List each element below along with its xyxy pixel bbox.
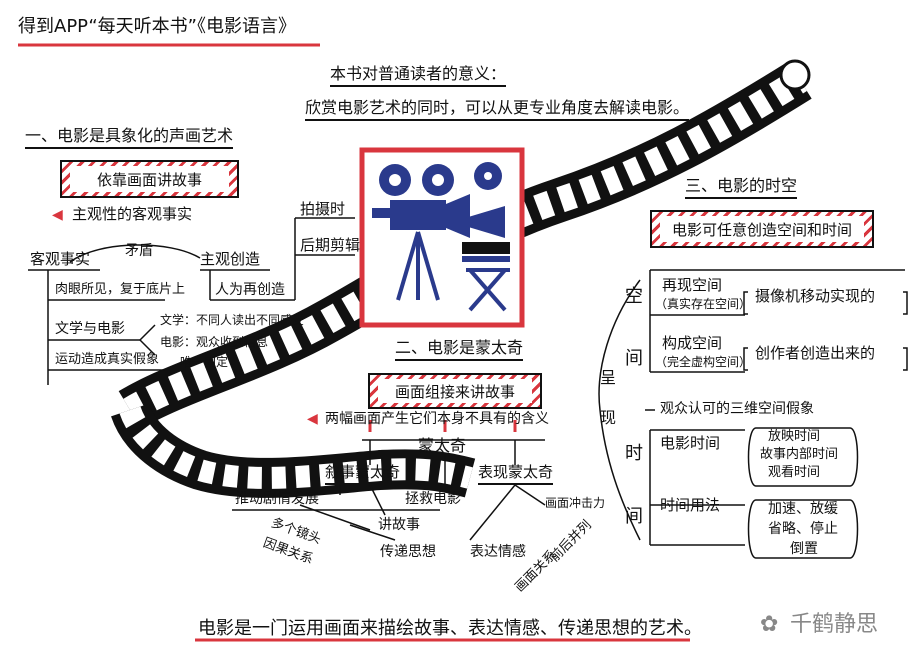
section1-connectors [28,217,355,385]
section1-title: 一、电影是具象化的声画艺术 [25,128,234,149]
section3-banner: 电影可任意创造空间和时间 [650,210,874,248]
artificial-recreation: 人为再创造 [215,282,285,298]
drive-plot: 推动剧情发展 [235,491,319,507]
usage-omit-stop: 省略、停止 [768,521,838,537]
narrative-montage: 叙事蒙太奇 [325,465,401,485]
megaphone-icon [465,206,505,238]
clapperboard-icon [462,242,510,262]
section3-banner-text: 电影可任意创造空间和时间 [671,220,852,239]
section2-arrows [368,420,517,432]
section2-title: 二、电影是蒙太奇 [395,340,524,361]
space-char-1: 空 [625,286,643,307]
wechat-icon: ✿ [760,612,779,637]
constructed-space-sub: （完全虚构空间） [655,355,752,369]
present-char-2: 现 [600,408,617,427]
shooting-label: 拍摄时 [300,200,346,218]
audience-3d-illusion: 观众认可的三维空间假象 [660,401,814,417]
motion-illusion: 运动造成真实假象 [55,352,160,367]
header-title: 得到APP“每天听本书”《电影语言》 [18,16,297,37]
screening-time: 放映时间 [768,429,821,444]
reproduced-space-note: 摄像机移动实现的 [755,287,876,305]
film-note-2: 唯一固定 [180,355,229,369]
significance-text: 欣赏电影艺术的同时，可以从更专业角度去解读电影。 [305,100,690,121]
expressive-montage: 表现蒙太奇 [478,465,554,485]
editing-label: 后期剪辑 [300,236,361,254]
present-char-1: 呈 [600,368,617,387]
film-reel-disc-icon [474,162,502,190]
footer-summary: 电影是一门运用画面来描绘故事、表达情感、传递思想的艺术。 [198,618,702,639]
section2-banner: 画面组接来讲故事 [368,373,542,409]
section2-connectors [232,439,546,541]
film-time: 电影时间 [660,434,721,452]
story-inner-time: 故事内部时间 [760,447,839,462]
literature-note: 文学：不同人读出不同感受 [160,313,305,327]
time-char-2: 间 [625,506,643,527]
time-char-1: 时 [625,443,643,464]
film-note-1: 电影：观众收到信息 [160,335,269,349]
subjective-creation: 主观创造 [200,250,261,268]
section3-title: 三、电影的时空 [685,178,798,199]
constructed-space: 构成空间 [662,334,723,352]
literature-and-film: 文学与电影 [55,321,125,337]
montage-label: 蒙太奇 [418,436,467,455]
space-char-2: 间 [625,348,643,369]
section2-bullet-icon: ◀ [307,411,318,427]
significance-label: 本书对普通读者的意义： [330,66,507,87]
convey-ideas: 传递思想 [380,544,436,560]
reproduced-space: 再现空间 [662,276,723,294]
usage-reverse: 倒置 [790,541,818,557]
section2-banner-text: 画面组接来讲故事 [394,382,515,401]
director-chair-icon [466,268,510,312]
section1-banner: 依靠画面讲故事 [60,160,239,198]
constructed-space-note: 创作者创造出来的 [755,344,876,362]
viewing-time: 观看时间 [768,465,821,480]
section2-subtitle: 两幅画面产生它们本身不具有的含义 [325,411,549,427]
objective-fact: 客观事实 [30,250,91,268]
rescue-film: 拯救电影 [405,491,461,507]
watermark-text: 千鹤静思 [790,612,879,637]
section3-connectors [598,269,908,559]
visual-impact: 画面冲击力 [545,496,606,510]
section1-bullet-icon: ◀ [52,207,63,223]
section1-subtitle: 主观性的客观事实 [72,205,193,223]
time-usage: 时间用法 [660,496,721,514]
conflict-label: 矛盾 [125,243,153,259]
reproduced-space-sub: （真实存在空间） [655,297,752,311]
express-emotion: 表达情感 [470,544,526,560]
seen-on-film: 肉眼所见，复于底片上 [55,282,186,297]
usage-speed: 加速、放缓 [768,501,838,517]
film-camera-icon [372,164,470,301]
tell-story: 讲故事 [378,517,420,533]
section1-banner-text: 依靠画面讲故事 [96,170,202,189]
